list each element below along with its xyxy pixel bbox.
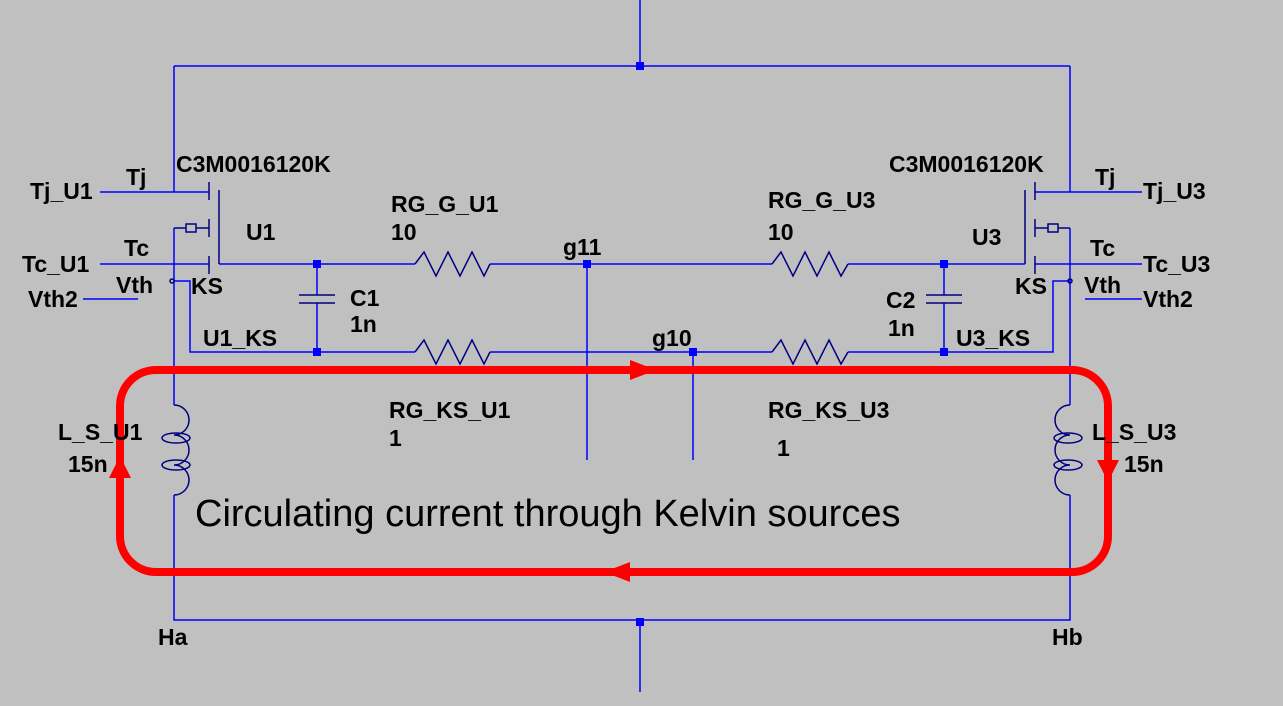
rg-ks-u3-value: 1 [777, 435, 790, 461]
rg-ks-u3-name: RG_KS_U3 [768, 397, 889, 423]
annotation-text: Circulating current through Kelvin sourc… [195, 493, 900, 535]
u1-tj-pin-label: Tj [126, 164, 146, 190]
u3-vth-pin-label: Vth [1084, 272, 1121, 298]
capacitor-c1[interactable] [299, 294, 335, 304]
junctions [313, 62, 948, 626]
arrow-right-icon [630, 360, 656, 380]
arrow-down-icon [1097, 460, 1119, 482]
rg-g-u3-value: 10 [768, 219, 794, 245]
resistor-rg-ks-u1[interactable] [414, 338, 491, 366]
u3-tj-pin-label: Tj [1095, 164, 1115, 190]
u1-ks-pin-label: KS [191, 273, 223, 299]
net-g11-label: g11 [563, 234, 602, 260]
u3-ks-net-label: U3_KS [956, 325, 1030, 351]
c2-value: 1n [888, 315, 915, 341]
resistor-rg-g-u3[interactable] [771, 250, 849, 278]
u3-tc-net-label: Tc_U3 [1143, 251, 1210, 277]
l-s-u3-value: 15n [1124, 451, 1164, 477]
rg-ks-u1-value: 1 [389, 425, 402, 451]
l-s-u1-value: 15n [68, 451, 108, 477]
u3-model-label: C3M0016120K [889, 151, 1044, 177]
rg-g-u3-name: RG_G_U3 [768, 187, 875, 213]
u1-vth-pin-label: Vth [116, 272, 153, 298]
u1-tc-pin-label: Tc [124, 235, 149, 261]
arrow-left-icon [604, 562, 630, 582]
inductor-l-s-u3[interactable] [1053, 404, 1083, 496]
u1-name-label: U1 [246, 219, 276, 245]
inductor-l-s-u1[interactable] [161, 404, 191, 496]
u1-ks-net-label: U1_KS [203, 325, 277, 351]
resistor-rg-ks-u3[interactable] [771, 338, 849, 366]
resistor-rg-g-u1[interactable] [414, 250, 491, 278]
u1-vth-net-label: Vth2 [28, 286, 78, 312]
u1-tc-net-label: Tc_U1 [22, 251, 90, 277]
mosfet-u1-symbol[interactable] [169, 182, 220, 284]
u3-tj-net-label: Tj_U3 [1143, 178, 1206, 204]
rg-ks-u1-name: RG_KS_U1 [389, 397, 511, 423]
c1-name: C1 [350, 285, 380, 311]
l-s-u3-name: L_S_U3 [1092, 419, 1176, 445]
l-s-u1-name: L_S_U1 [58, 419, 143, 445]
capacitor-c2[interactable] [926, 294, 962, 304]
u3-tc-pin-label: Tc [1090, 235, 1115, 261]
c1-value: 1n [350, 311, 377, 337]
net-ha-label: Ha [158, 624, 188, 650]
rg-g-u1-value: 10 [391, 219, 417, 245]
c2-name: C2 [886, 287, 915, 313]
u3-name-label: U3 [972, 224, 1001, 250]
u1-model-label: C3M0016120K [176, 151, 331, 177]
circulating-current-loop [109, 360, 1119, 582]
net-g10-label: g10 [652, 325, 692, 351]
wires [83, 0, 1142, 692]
u3-ks-pin-label: KS [1015, 273, 1047, 299]
u1-tj-net-label: Tj_U1 [30, 178, 93, 204]
net-hb-label: Hb [1052, 624, 1083, 650]
arrow-up-icon [109, 456, 131, 478]
u3-vth-net-label: Vth2 [1143, 286, 1193, 312]
rg-g-u1-name: RG_G_U1 [391, 191, 499, 217]
mosfet-u3-symbol[interactable] [1024, 182, 1073, 284]
